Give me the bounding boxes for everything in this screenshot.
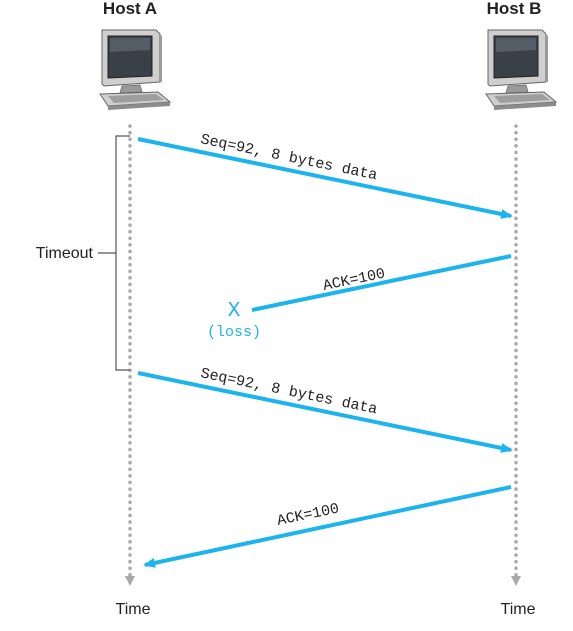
computer-icon: [485, 29, 558, 110]
timeout-bracket: [115, 135, 130, 371]
segment-arrow-1: [137, 137, 513, 219]
loss-mark: X: [228, 300, 241, 323]
ack-arrow-4: [143, 485, 512, 568]
host-b-time-arrowhead: [511, 576, 521, 586]
host-b-label: Host B: [487, 0, 542, 18]
computer-icon: [99, 29, 172, 110]
segment-arrow-3: [137, 371, 513, 453]
host-a-time-label: Time: [116, 601, 151, 618]
timeout-label: Timeout: [36, 245, 94, 262]
loss-label: (loss): [207, 324, 261, 341]
host-a-time-arrowhead: [125, 576, 135, 586]
host-b-time-label: Time: [501, 601, 536, 618]
host-a-label: Host A: [103, 0, 157, 18]
ack-arrow-lost: [251, 254, 512, 312]
